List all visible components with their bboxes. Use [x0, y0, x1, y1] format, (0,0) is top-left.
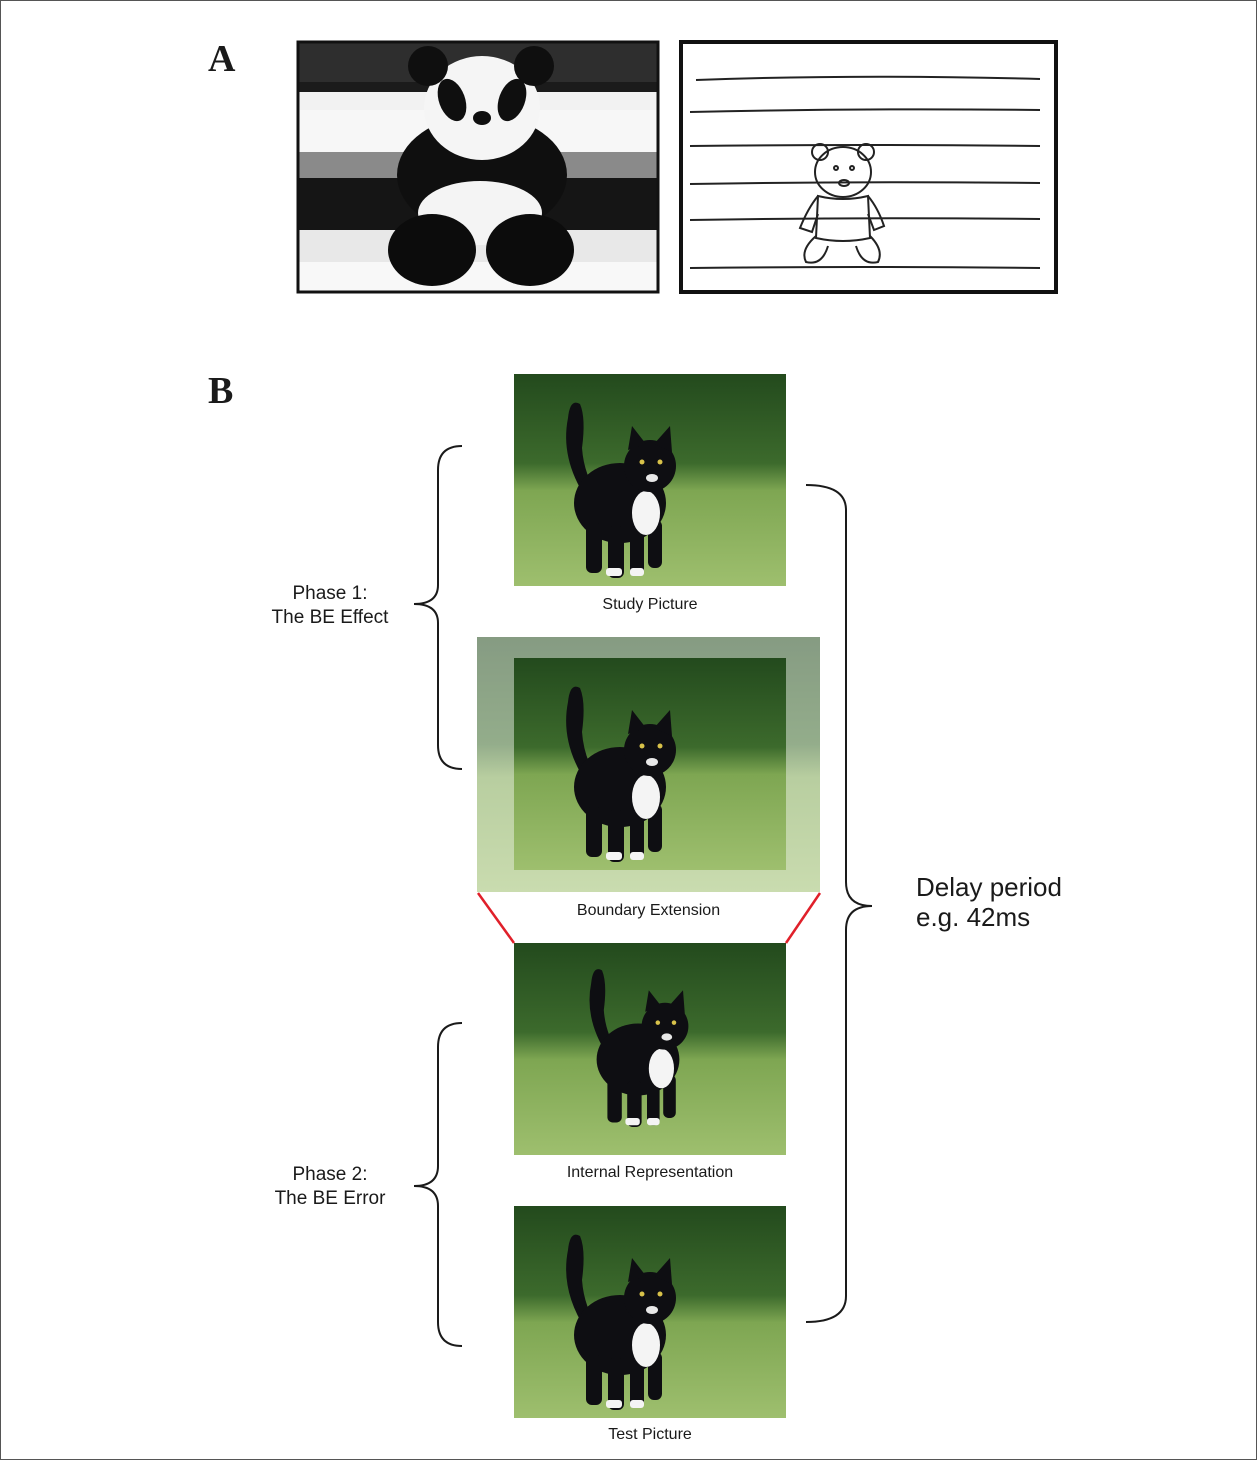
- connector-left: [476, 892, 516, 944]
- panel-b-letter: B: [208, 370, 234, 412]
- phase2-line2: The BE Error: [274, 1188, 386, 1209]
- caption-internal-representation: Internal Representation: [566, 1164, 734, 1181]
- delay-line2: e.g. 42ms: [916, 902, 1031, 932]
- caption-study-picture: Study Picture: [602, 596, 698, 613]
- phase2-brace: [413, 1022, 463, 1347]
- phase2-line1: Phase 2:: [292, 1164, 368, 1185]
- caption-boundary-extension: Boundary Extension: [576, 902, 721, 919]
- study-picture: [514, 374, 786, 586]
- bear-drawing: [679, 40, 1058, 294]
- connector-right: [784, 892, 822, 944]
- phase1-line2: The BE Effect: [271, 607, 389, 628]
- phase1-line1: Phase 1:: [292, 583, 368, 604]
- delay-line1: Delay period: [916, 872, 1062, 902]
- phase1-label: Phase 1: The BE Effect: [262, 582, 398, 630]
- test-picture: [514, 1206, 786, 1418]
- caption-test-picture: Test Picture: [608, 1426, 692, 1443]
- phase2-label: Phase 2: The BE Error: [262, 1163, 398, 1211]
- panel-a-letter: A: [208, 38, 236, 80]
- panda-photo: [296, 40, 660, 294]
- phase1-brace: [413, 445, 463, 770]
- internal-representation-picture: [514, 943, 786, 1155]
- boundary-extension-picture: [477, 637, 820, 892]
- delay-brace: [805, 484, 873, 1323]
- delay-label: Delay period e.g. 42ms: [916, 872, 1062, 932]
